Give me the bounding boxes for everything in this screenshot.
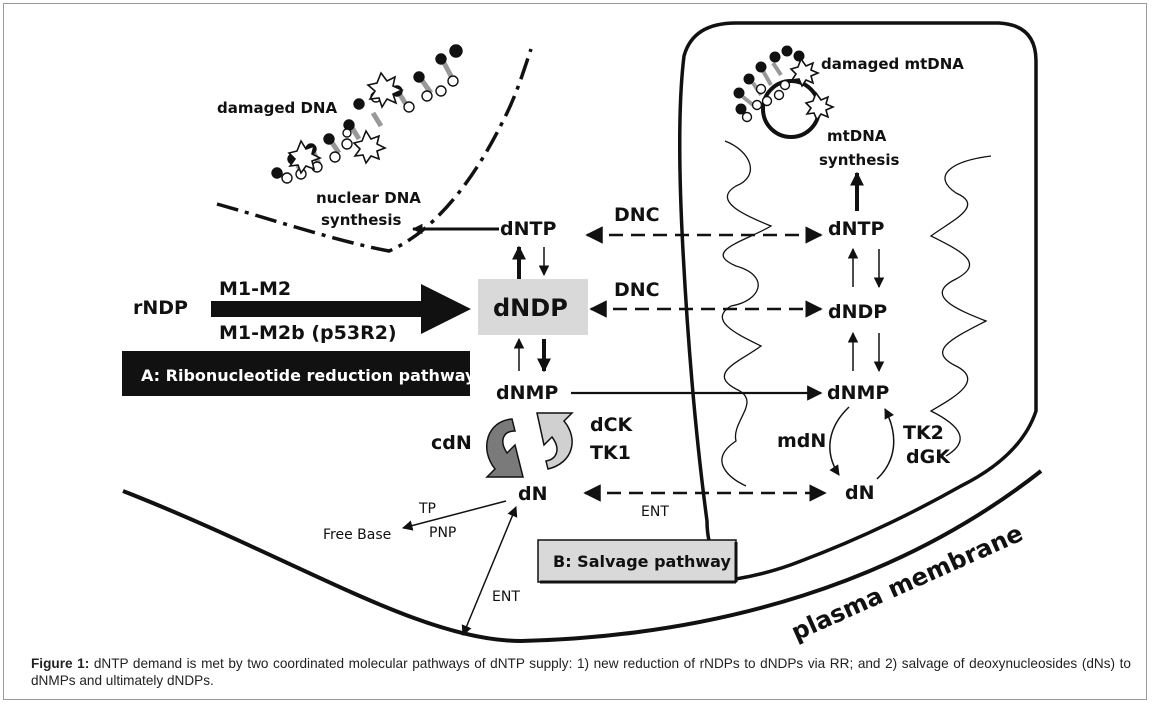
- free-base-label: Free Base: [323, 527, 391, 543]
- mtdna-synthesis-label-1: mtDNA: [827, 127, 887, 145]
- damaged-mtdna-label: damaged mtDNA: [821, 55, 964, 73]
- pathway-a-box: [122, 351, 470, 396]
- plasma-membrane: [122, 469, 1043, 644]
- figure-caption: Figure 1: dNTP demand is met by two coor…: [31, 655, 1131, 689]
- dndp-label: dNDP: [493, 294, 568, 322]
- arrow-mito-dnmp-to-dn: [829, 406, 850, 476]
- mdn-label: mdN: [777, 430, 826, 452]
- pathway-diagram: damaged DNA damaged mtDNA nuclear DNA sy…: [122, 21, 1043, 646]
- cdn-cycle-arrow: [485, 418, 524, 478]
- arrow-ent-plasma: [461, 506, 518, 636]
- mito-dntp-label: dNTP: [828, 218, 884, 240]
- dnmp-label: dNMP: [496, 382, 558, 404]
- damaged-dna-helix: [271, 44, 463, 184]
- m1m2-label: M1-M2: [219, 278, 291, 300]
- ent-bottom-label: ENT: [492, 589, 520, 605]
- rr-reduction-arrow: [211, 284, 471, 334]
- nuclear-synthesis-label-2: synthesis: [321, 211, 401, 229]
- pnp-label: PNP: [429, 525, 456, 541]
- dndp-box: [478, 279, 588, 335]
- nuclear-synthesis-label-1: nuclear DNA: [316, 189, 421, 207]
- pathway-b-label: B: Salvage pathway: [553, 552, 731, 571]
- caption-text: dNTP demand is met by two coordinated mo…: [31, 656, 1131, 688]
- damaged-dna-label: damaged DNA: [217, 99, 337, 117]
- mito-dndp-label: dNDP: [828, 301, 887, 323]
- mito-dn-label: dN: [845, 482, 875, 504]
- nuclear-envelope: [216, 48, 533, 253]
- figure-frame: damaged DNA damaged mtDNA nuclear DNA sy…: [3, 3, 1147, 700]
- dntp-label: dNTP: [500, 218, 556, 240]
- damaged-mtdna-circle: [733, 45, 836, 139]
- arrow-mito-dn-to-dnmp: [876, 408, 895, 480]
- dnc-top-label: DNC: [614, 204, 660, 226]
- dnc-mid-label: DNC: [614, 279, 660, 301]
- rndp-label: rNDP: [133, 297, 188, 319]
- tp-label: TP: [418, 501, 436, 517]
- arrow-dn-to-free-base: [401, 500, 507, 531]
- m1m2b-label: M1-M2b (p53R2): [219, 322, 397, 344]
- ent-mid-label: ENT: [641, 504, 669, 520]
- tk2-label: TK2: [903, 422, 944, 444]
- dck-cycle-arrow: [536, 412, 574, 470]
- dck-label: dCK: [590, 414, 634, 436]
- dgk-label: dGK: [906, 446, 951, 468]
- cdn-label: cdN: [431, 432, 472, 454]
- plasma-membrane-label: plasma membrane: [787, 519, 1027, 646]
- pathway-a-label: A: Ribonucleotide reduction pathway: [141, 366, 476, 385]
- dn-label: dN: [518, 483, 548, 505]
- tk1-label: TK1: [590, 442, 631, 464]
- caption-label: Figure 1:: [31, 656, 90, 671]
- mito-dnmp-label: dNMP: [827, 382, 889, 404]
- mtdna-synthesis-label-2: synthesis: [819, 151, 899, 169]
